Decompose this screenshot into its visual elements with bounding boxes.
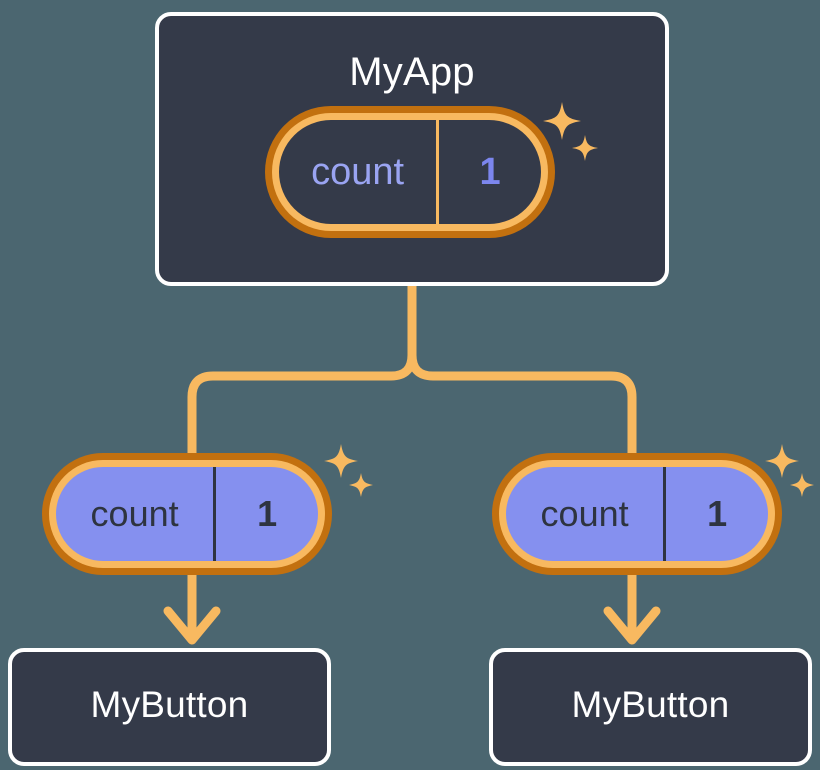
pill-interior: count 1	[506, 467, 768, 561]
pill-inner-ring: count 1	[272, 113, 548, 231]
sparkle-four-point-small	[790, 473, 814, 497]
pill-inner-ring: count 1	[499, 460, 775, 568]
component-box-mybutton-right[interactable]: MyButton	[489, 648, 812, 766]
sparkle-four-point-small	[349, 473, 373, 497]
arrow-down-icon-right	[603, 575, 661, 645]
state-value-label: 1	[257, 493, 278, 534]
pill-interior: count 1	[56, 467, 318, 561]
state-key-label: count	[279, 120, 440, 224]
arrow-down-icon-left	[163, 575, 221, 645]
state-pill-right[interactable]: count 1	[492, 453, 782, 575]
connector-tree-path	[187, 281, 637, 458]
state-pill-left[interactable]: count 1	[42, 453, 332, 575]
component-box-mybutton-left[interactable]: MyButton	[8, 648, 331, 766]
state-key-label: count	[56, 467, 217, 561]
pill-interior: count 1	[279, 120, 541, 224]
pill-inner-ring: count 1	[49, 460, 325, 568]
state-value-label: 1	[479, 150, 501, 193]
component-title-mybutton-right: MyButton	[571, 684, 730, 725]
component-title-mybutton-left: MyButton	[90, 684, 249, 725]
state-value-label: 1	[707, 493, 728, 534]
sparkle-four-point-large	[324, 444, 358, 478]
state-pill-myapp[interactable]: count 1	[265, 106, 555, 238]
state-key-label: count	[506, 467, 667, 561]
component-title-myapp: MyApp	[349, 50, 475, 94]
sparkle-four-point-large	[765, 444, 799, 478]
